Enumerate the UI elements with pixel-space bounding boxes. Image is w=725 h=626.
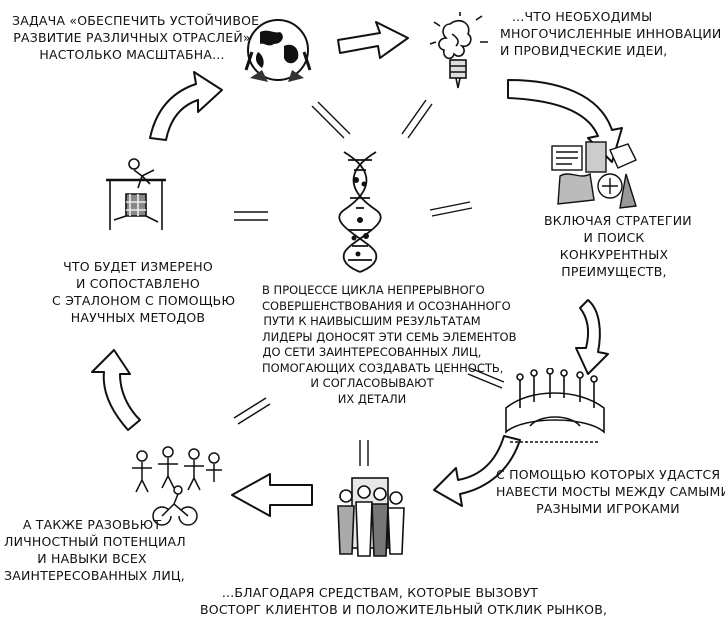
people-group-icon [337,477,405,557]
caption-potential: а также разовьют личностный потенциал и … [4,517,186,583]
arrow-lower-right [433,435,521,507]
high-jump-icon [106,158,166,230]
globe-hands-icon [244,19,312,82]
connector-1 [311,101,351,139]
connector-2 [401,99,433,139]
caption-task: задача «обеспечить устойчивое развитие р… [12,13,260,62]
connector-4 [467,367,505,389]
connector-7 [234,211,268,221]
caption-bridges: с помощью которых удастся навести мосты … [496,467,725,516]
arrow-lower-left [91,349,141,431]
center-statement: в процессе цикла непрерывного совершенст… [262,283,517,406]
arrow-upper-left [149,71,223,141]
caption-innovations: ...что необходимы многочисленные инновац… [500,9,722,58]
arrow-right-middle [575,299,609,375]
connector-3 [429,201,473,217]
dna-helix-icon [338,151,382,273]
lightbulb-icon [430,12,488,89]
arrow-bottom [231,473,313,517]
caption-means: ...благодаря средствам, которые вызовут … [200,585,608,617]
arrow-top [337,21,409,59]
caption-measured: что будет измерено и сопоставлено с этал… [52,259,236,325]
strategy-collage-icon [551,141,637,209]
connector-5 [359,440,369,466]
caption-strategies: включая стратегии и поиск конкурентных п… [544,213,692,279]
cyclists-icon [132,446,222,526]
connector-6 [233,397,271,425]
bridge-people-icon [505,368,605,443]
